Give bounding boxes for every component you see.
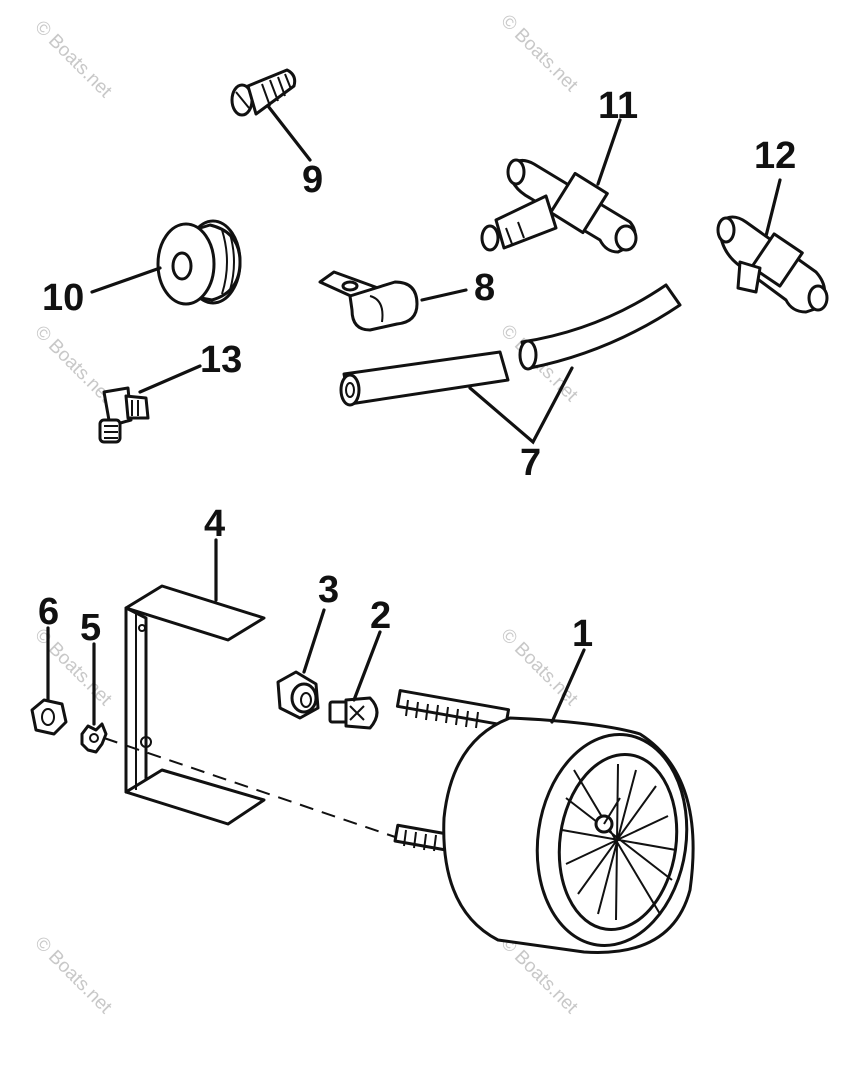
callout-6: 6 — [38, 591, 59, 633]
leader-line-3 — [302, 608, 326, 674]
watermark: © Boats.net — [30, 625, 116, 711]
watermark: © Boats.net — [496, 625, 582, 711]
callout-4: 4 — [204, 503, 225, 545]
leader-line-13 — [138, 364, 202, 394]
tee-fitting-part[interactable] — [480, 158, 638, 254]
grommet-part[interactable] — [156, 219, 242, 306]
leader-line-12 — [764, 178, 782, 238]
callout-1: 1 — [572, 613, 593, 655]
callout-13: 13 — [200, 339, 242, 381]
leader-line-1 — [550, 648, 586, 724]
leader-line-9 — [266, 104, 312, 162]
callout-5: 5 — [80, 607, 101, 649]
bulb-part[interactable] — [328, 696, 379, 730]
lock-washer-part[interactable] — [80, 722, 108, 754]
callout-2: 2 — [370, 595, 391, 637]
leader-line-8 — [420, 288, 468, 302]
alignment-dashed-line — [103, 737, 405, 841]
callout-7: 7 — [520, 442, 541, 484]
watermark: © Boats.net — [496, 11, 582, 97]
clamp-part[interactable] — [318, 270, 419, 332]
watermark: © Boats.net — [30, 17, 116, 103]
mounting-bracket-part[interactable] — [124, 584, 266, 826]
hose-part[interactable] — [339, 283, 682, 407]
watermark: © Boats.net — [30, 933, 116, 1019]
callout-12: 12 — [754, 135, 796, 177]
nut-part[interactable] — [30, 698, 68, 736]
leader-line-2 — [352, 630, 382, 702]
leader-line-11 — [596, 118, 622, 186]
leader-line-7 — [468, 366, 574, 445]
leader-line-10 — [90, 266, 162, 294]
callout-11: 11 — [598, 85, 638, 127]
connector-fitting-part[interactable] — [716, 215, 829, 314]
callout-3: 3 — [318, 569, 339, 611]
callout-8: 8 — [474, 267, 495, 309]
callout-10: 10 — [42, 277, 84, 319]
gauge-part[interactable] — [393, 689, 700, 956]
callout-9: 9 — [302, 159, 323, 201]
elbow-fitting-part[interactable] — [98, 386, 150, 444]
screw-part[interactable] — [230, 68, 297, 117]
bulb-socket-part[interactable] — [276, 670, 320, 720]
